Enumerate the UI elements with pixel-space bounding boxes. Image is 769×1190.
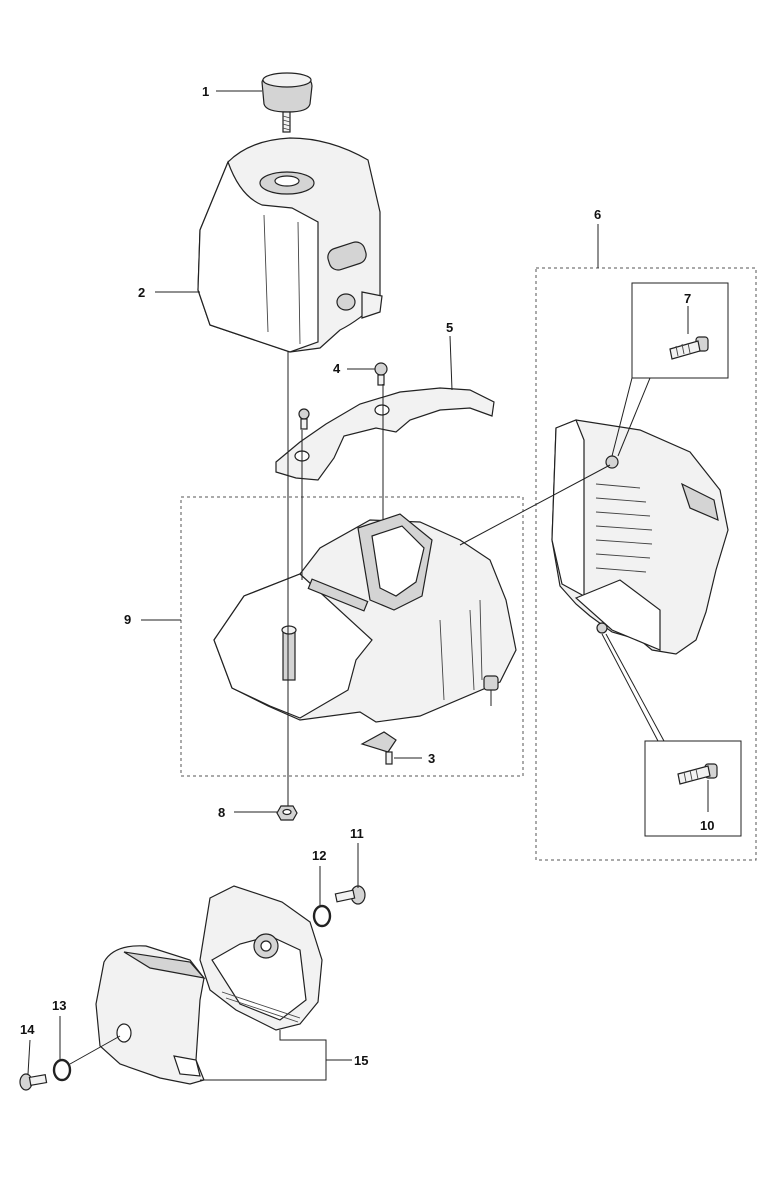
part-knob	[261, 72, 313, 133]
leader-lines	[27, 90, 709, 1081]
callout-1: 1	[202, 84, 209, 99]
part-screw-4	[298, 362, 388, 430]
part-screw-7	[669, 336, 709, 360]
part-o-ring-12	[312, 904, 332, 928]
part-screw-14	[19, 1073, 48, 1091]
callout-10: 10	[700, 818, 714, 833]
part-nut	[276, 805, 298, 821]
part-main-housing	[213, 513, 517, 723]
callout-14: 14	[20, 1022, 35, 1037]
group-box-9	[180, 496, 524, 777]
group-box-6	[535, 267, 757, 861]
part-starter-housing-back	[199, 885, 323, 1031]
callout-8: 8	[218, 805, 225, 820]
callout-11: 11	[350, 826, 364, 841]
part-screw-10	[677, 763, 718, 785]
part-o-ring-13	[52, 1058, 72, 1082]
callout-3: 3	[428, 751, 435, 766]
part-side-cover	[551, 419, 729, 655]
part-screw-3	[360, 731, 397, 765]
part-top-cover	[197, 137, 383, 353]
callout-5: 5	[446, 320, 453, 335]
part-handle-bar	[275, 387, 495, 481]
callout-13: 13	[52, 998, 66, 1013]
detail-box-7	[631, 282, 729, 379]
part-screw-11	[334, 885, 366, 905]
callout-9: 9	[124, 612, 131, 627]
callout-2: 2	[138, 285, 145, 300]
callout-4: 4	[333, 361, 341, 376]
callout-6: 6	[594, 207, 601, 222]
detail-box-10	[644, 740, 742, 837]
callout-15: 15	[354, 1053, 368, 1068]
part-starter-housing-front	[95, 945, 206, 1085]
callout-7: 7	[684, 291, 691, 306]
callout-12: 12	[312, 848, 326, 863]
